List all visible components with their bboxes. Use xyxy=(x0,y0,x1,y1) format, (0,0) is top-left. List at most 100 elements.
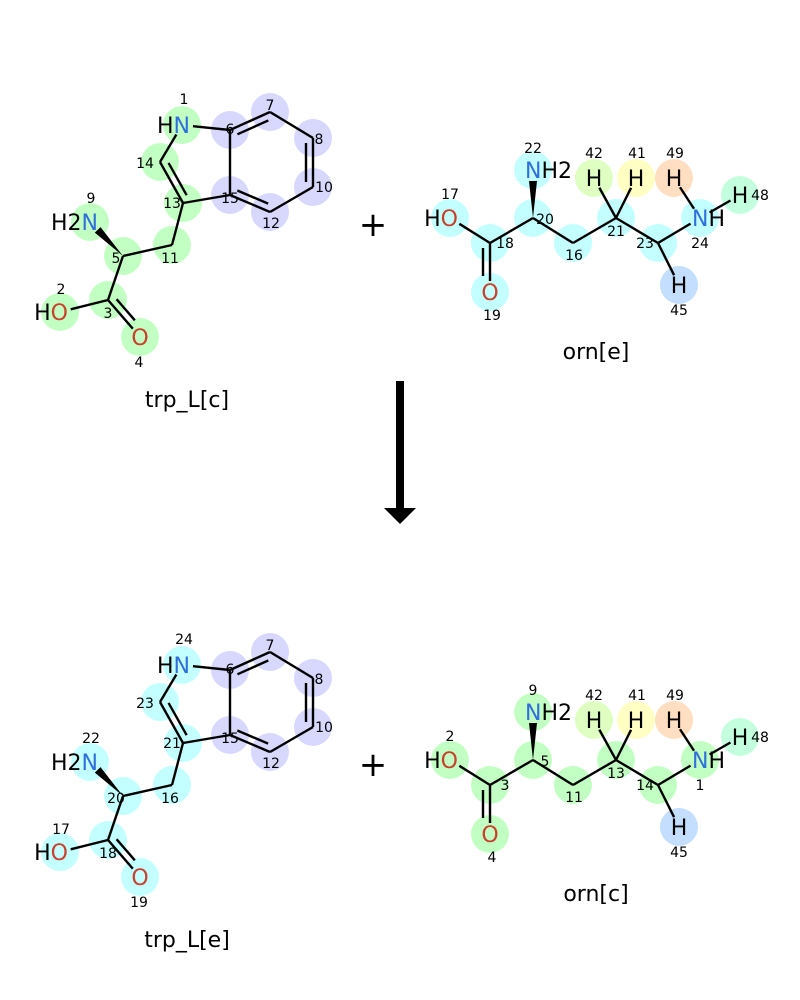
bond xyxy=(269,110,314,140)
bond xyxy=(615,758,659,787)
atom-highlight xyxy=(575,159,613,197)
atom-number: 22 xyxy=(524,141,542,157)
bond xyxy=(106,795,125,841)
plus-sign-products: + xyxy=(359,745,388,785)
atom-number: 4 xyxy=(135,355,144,371)
element-label: N xyxy=(174,654,190,679)
bond xyxy=(489,216,534,245)
atom-number: 3 xyxy=(501,778,510,794)
hydrogen-label: H2 xyxy=(51,751,82,776)
atom-symbol: H xyxy=(628,709,645,734)
atom-highlight xyxy=(431,199,469,237)
bond xyxy=(598,729,618,761)
element-label: O xyxy=(441,207,458,232)
atom-symbol: O xyxy=(481,823,498,848)
double-bond-line xyxy=(167,162,188,196)
atom-number: 45 xyxy=(670,845,688,861)
bond xyxy=(598,187,618,219)
atom-number: 16 xyxy=(161,791,179,807)
atom-number: 21 xyxy=(607,224,625,240)
atom-highlight xyxy=(617,701,655,739)
atom-symbol: HO xyxy=(34,301,68,326)
element-label: N xyxy=(525,701,541,726)
atom-number: 15 xyxy=(221,731,239,747)
element-label: H xyxy=(666,709,683,734)
atom-number: 14 xyxy=(636,778,654,794)
hydrogen-label: H xyxy=(34,841,51,866)
bond xyxy=(107,299,134,330)
hydrogen-label: H xyxy=(34,301,51,326)
atom-symbol: H xyxy=(732,726,749,751)
bond xyxy=(192,124,231,132)
element-label: N xyxy=(174,114,190,139)
bond xyxy=(656,242,676,276)
atom-symbol: O xyxy=(131,866,148,891)
hydrogen-label: H xyxy=(157,114,174,139)
wedge-bond xyxy=(94,767,123,796)
atom-symbol: NH2 xyxy=(525,159,572,184)
molecule-name: trp_L[c] xyxy=(145,388,229,413)
element-label: H xyxy=(666,167,683,192)
bond xyxy=(269,185,314,214)
atom-number: 48 xyxy=(751,188,769,204)
atom-number: 16 xyxy=(565,248,583,264)
atom-number: 1 xyxy=(696,778,705,794)
atom-symbol: H xyxy=(666,167,683,192)
atom-number: 4 xyxy=(488,850,497,866)
atom-highlight xyxy=(471,815,509,853)
element-label: N xyxy=(82,751,98,776)
bond xyxy=(107,839,134,870)
atom-number: 11 xyxy=(565,790,583,806)
element-label: O xyxy=(51,301,68,326)
atom-number: 8 xyxy=(315,132,324,148)
bond xyxy=(122,243,173,258)
bond xyxy=(572,758,617,787)
atom-highlight xyxy=(655,159,693,197)
atom-symbol: H xyxy=(586,167,603,192)
bond xyxy=(657,222,692,245)
atom-number: 22 xyxy=(82,731,100,747)
atom-number: 8 xyxy=(315,672,324,688)
bond xyxy=(489,758,534,787)
atom-number: 19 xyxy=(130,895,148,911)
bond xyxy=(158,161,185,204)
element-label: N xyxy=(525,159,541,184)
atom-number: 42 xyxy=(585,688,603,704)
atom-highlight xyxy=(660,266,698,304)
bond xyxy=(657,764,692,787)
atom-number: 6 xyxy=(226,122,235,138)
molecule-name: orn[e] xyxy=(563,340,630,365)
atom-highlight xyxy=(514,151,552,189)
atom-highlight xyxy=(660,808,698,846)
bond xyxy=(229,733,271,754)
bond xyxy=(182,733,231,745)
atom-symbol: H xyxy=(628,167,645,192)
atom-number: 5 xyxy=(112,251,121,267)
bond xyxy=(614,187,633,219)
atom-number: 15 xyxy=(221,191,239,207)
bond xyxy=(656,784,676,818)
hydrogen-label: H2 xyxy=(541,701,572,726)
atom-number: 13 xyxy=(607,766,625,782)
bond xyxy=(532,758,574,787)
bond xyxy=(229,650,271,672)
double-bond-line xyxy=(236,189,269,205)
atom-highlight xyxy=(471,273,509,311)
bond xyxy=(458,222,491,245)
atom-highlight xyxy=(163,106,201,144)
atom-number: 23 xyxy=(636,236,654,252)
molecule-trp-l-e: HN2467810121521231620H2N2218HO17O19trp_L… xyxy=(34,632,333,953)
atom-highlight xyxy=(41,833,79,871)
element-label: N xyxy=(692,749,708,774)
atom-number: 45 xyxy=(670,303,688,319)
atom-number: 11 xyxy=(161,251,179,267)
atom-number: 41 xyxy=(628,688,646,704)
atom-symbol: HO xyxy=(34,841,68,866)
element-label: H xyxy=(628,167,645,192)
atom-symbol: H xyxy=(586,709,603,734)
atom-highlight xyxy=(431,741,469,779)
bond xyxy=(170,742,185,786)
bond xyxy=(458,764,491,787)
